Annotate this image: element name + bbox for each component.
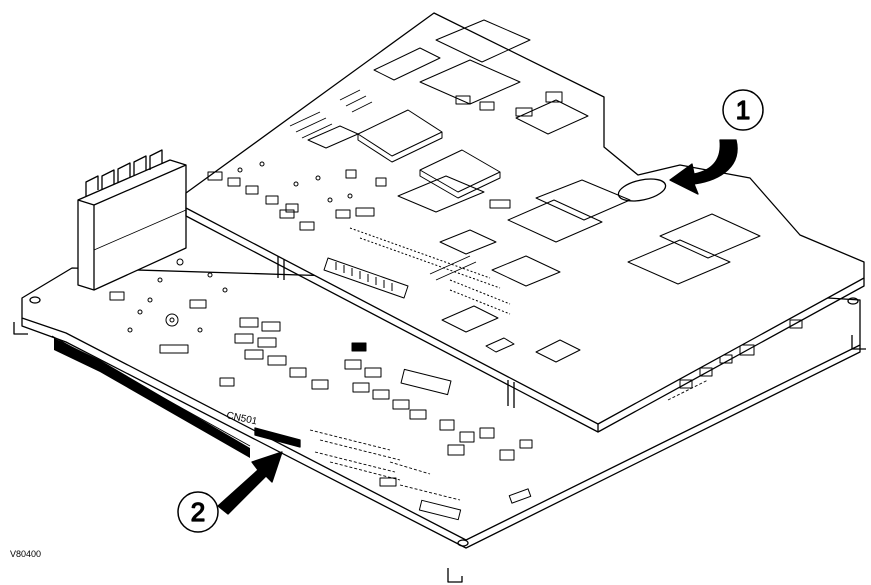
callout-1: 1 bbox=[669, 89, 764, 195]
heatsink bbox=[77, 149, 187, 291]
callout-1-circle bbox=[722, 89, 764, 131]
figure-code: V80400 bbox=[10, 549, 41, 559]
edge-connector bbox=[51, 335, 251, 458]
callout-2-number: 2 bbox=[191, 497, 205, 527]
lower-board-components bbox=[109, 258, 803, 521]
standoffs bbox=[13, 296, 866, 583]
callout-2-arrow bbox=[217, 451, 283, 515]
callout-2-circle bbox=[177, 491, 219, 533]
cn501-connector bbox=[254, 427, 301, 448]
callout-1-arrow bbox=[669, 139, 738, 195]
upper-board-components bbox=[207, 19, 761, 363]
callout-2: 2 bbox=[177, 451, 283, 533]
callout-1-number: 1 bbox=[736, 95, 750, 125]
daughter-board bbox=[185, 12, 865, 433]
